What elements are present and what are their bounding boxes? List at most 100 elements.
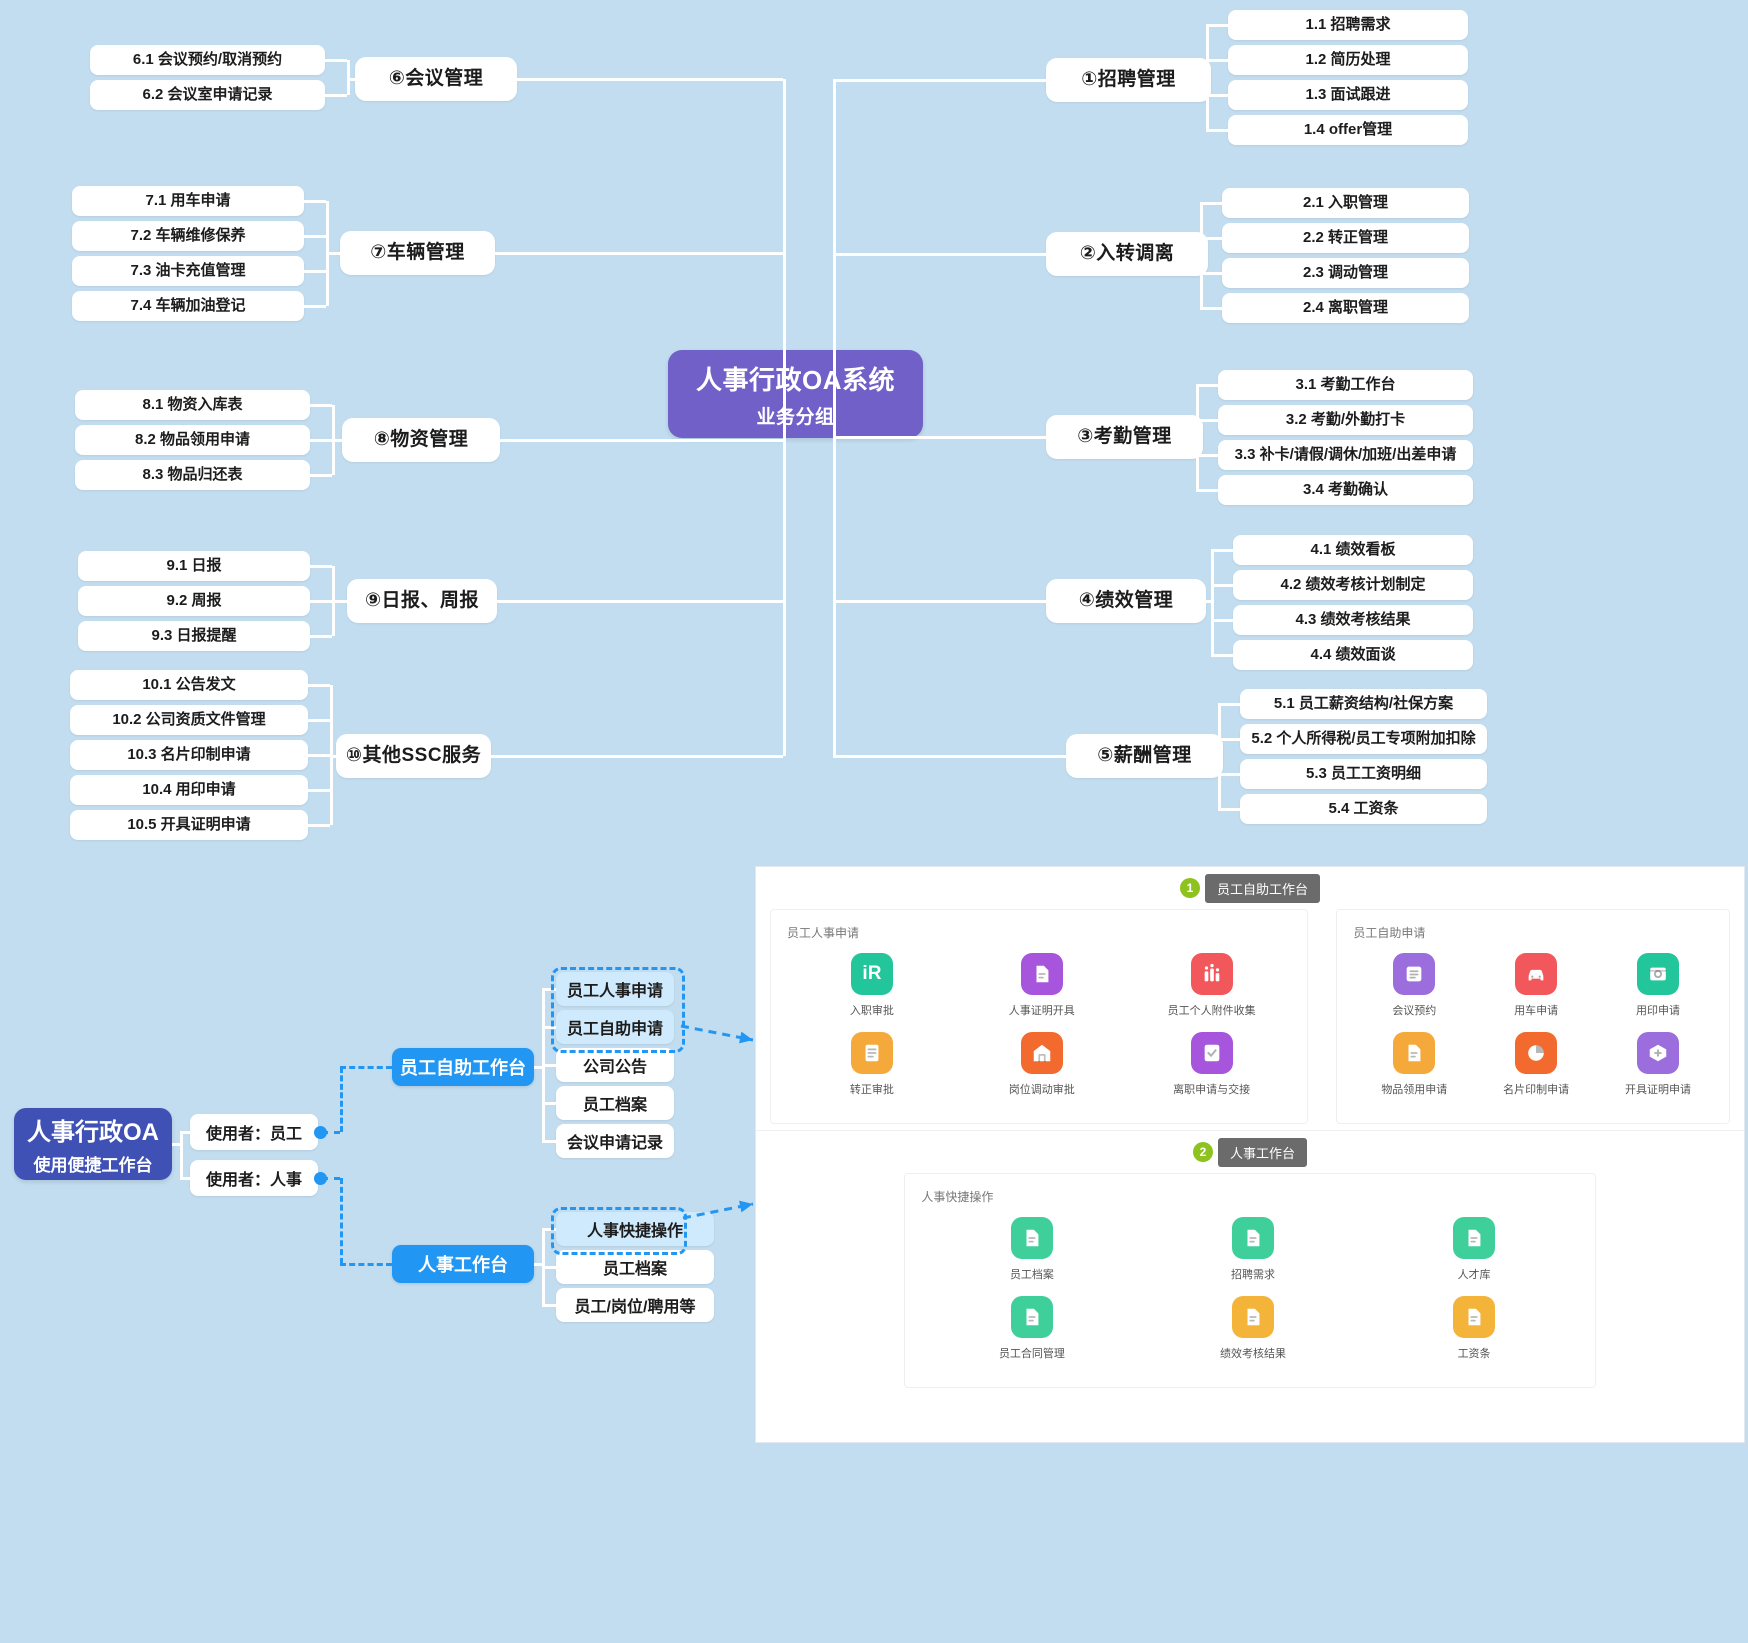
mindmap-leaf: 8.2 物品领用申请 bbox=[75, 425, 310, 455]
workbench-tile[interactable]: 会议预约 bbox=[1353, 953, 1475, 1018]
connector-line bbox=[304, 235, 326, 238]
connector-line bbox=[325, 59, 347, 62]
connector-line bbox=[833, 436, 1046, 439]
connector-line bbox=[534, 1263, 542, 1266]
hr-workbench-item[interactable]: 员工/岗位/聘用等 bbox=[556, 1288, 714, 1322]
file-contract-icon bbox=[1010, 1296, 1053, 1338]
mindmap-leaf: 4.1 绩效看板 bbox=[1233, 535, 1473, 565]
connector-line bbox=[1211, 654, 1233, 657]
employee-workbench-item[interactable]: 员工人事申请 bbox=[556, 972, 674, 1006]
house-move-icon bbox=[1020, 1032, 1063, 1074]
card-title: 员工自助申请 bbox=[1353, 926, 1426, 940]
employee-workbench-item[interactable]: 员工自助申请 bbox=[556, 1010, 674, 1044]
connector-line bbox=[326, 201, 329, 306]
file-payslip-icon bbox=[1453, 1296, 1496, 1338]
connector-line bbox=[542, 1304, 556, 1307]
mindmap-leaf: 8.3 物品归还表 bbox=[75, 460, 310, 490]
connector-line bbox=[310, 474, 332, 477]
mindmap-branch-1: ①招聘管理 bbox=[1046, 58, 1211, 102]
hr-workbench-node[interactable]: 人事工作台 bbox=[392, 1245, 534, 1283]
workbench-tile[interactable]: 员工个人附件收集 bbox=[1127, 953, 1297, 1018]
workbench-tile[interactable]: 开具证明申请 bbox=[1597, 1032, 1719, 1097]
employee-workbench-item[interactable]: 公司公告 bbox=[556, 1048, 674, 1082]
tile-label: 员工合同管理 bbox=[998, 1348, 1065, 1360]
tile-label: 用印申请 bbox=[1636, 1005, 1681, 1017]
flow-connector-dot bbox=[314, 1172, 327, 1185]
mindmap-leaf: 9.3 日报提醒 bbox=[78, 621, 310, 651]
mindmap-leaf: 10.5 开具证明申请 bbox=[70, 810, 308, 840]
flow-root-line1: 人事行政OA bbox=[27, 1119, 159, 1146]
workbench-card: 人事快捷操作员工档案招聘需求 人才库员工合同管理 绩效考核结果工资条 bbox=[904, 1173, 1596, 1388]
mindmap-leaf: 5.4 工资条 bbox=[1240, 794, 1487, 824]
connector-line bbox=[1218, 738, 1240, 741]
connector-line bbox=[500, 439, 783, 442]
mindmap-leaf: 10.4 用印申请 bbox=[70, 775, 308, 805]
workbench-tile[interactable]: 招聘需求 bbox=[1142, 1217, 1363, 1282]
workbench-tile[interactable]: 工资条 bbox=[1364, 1296, 1585, 1361]
tile-label: 转正审批 bbox=[849, 1084, 894, 1096]
mindmap-leaf: 10.2 公司资质文件管理 bbox=[70, 705, 308, 735]
connector-line bbox=[332, 566, 335, 636]
workbench-tile[interactable]: 绩效考核结果 bbox=[1142, 1296, 1363, 1361]
mindmap-branch-9: ⑨日报、周报 bbox=[347, 579, 497, 623]
tile-label: 会议预约 bbox=[1392, 1005, 1437, 1017]
mindmap-branch-8: ⑧物资管理 bbox=[342, 418, 500, 462]
section-divider bbox=[756, 1130, 1744, 1131]
mindmap-leaf: 4.2 绩效考核计划制定 bbox=[1233, 570, 1473, 600]
connector-line bbox=[1200, 307, 1222, 310]
employee-workbench-item[interactable]: 员工档案 bbox=[556, 1086, 674, 1120]
mindmap-leaf: 5.1 员工薪资结构/社保方案 bbox=[1240, 689, 1487, 719]
flow-user-2: 使用者：人事 bbox=[190, 1160, 318, 1196]
workbench-tile[interactable]: 用印申请 bbox=[1597, 953, 1719, 1018]
workbench-tile[interactable]: 员工合同管理 bbox=[921, 1296, 1142, 1361]
mindmap-leaf: 9.2 周报 bbox=[78, 586, 310, 616]
connector-line bbox=[497, 600, 783, 603]
workbench-tile[interactable]: 名片印制申请 bbox=[1475, 1032, 1597, 1097]
file-talent-icon bbox=[1453, 1217, 1496, 1259]
workbench-tile[interactable]: 转正审批 bbox=[787, 1032, 957, 1097]
workbench-tile[interactable]: 离职申请与交接 bbox=[1127, 1032, 1297, 1097]
tile-label: 开具证明申请 bbox=[1625, 1084, 1692, 1096]
connector-line bbox=[833, 79, 1046, 82]
employee-workbench-node[interactable]: 员工自助工作台 bbox=[392, 1048, 534, 1086]
mindmap-leaf: 3.1 考勤工作台 bbox=[1218, 370, 1473, 400]
employee-workbench-item[interactable]: 会议申请记录 bbox=[556, 1124, 674, 1158]
section-card-row: 人事快捷操作员工档案招聘需求 人才库员工合同管理 绩效考核结果工资条 bbox=[756, 1173, 1744, 1402]
workbench-tile[interactable]: 人事证明开具 bbox=[957, 953, 1127, 1018]
connector-line bbox=[310, 404, 332, 407]
file-record-icon bbox=[1010, 1217, 1053, 1259]
card-title: 人事快捷操作 bbox=[921, 1190, 994, 1204]
tile-label: 岗位调动审批 bbox=[1008, 1084, 1075, 1096]
badge-number: 1 bbox=[1179, 878, 1200, 898]
workbench-tile[interactable]: 员工档案 bbox=[921, 1217, 1142, 1282]
connector-line bbox=[1206, 600, 1211, 603]
calendar-book-icon bbox=[1393, 953, 1436, 995]
car-apply-icon bbox=[1515, 953, 1558, 995]
root-title-line2: 业务分组 bbox=[756, 406, 835, 428]
hr-workbench-item[interactable]: 员工档案 bbox=[556, 1250, 714, 1284]
connector-line bbox=[308, 754, 330, 757]
mindmap-branch-6: ⑥会议管理 bbox=[355, 57, 517, 101]
mindmap-leaf: 7.2 车辆维修保养 bbox=[72, 221, 304, 251]
workbench-tile[interactable]: 人才库 bbox=[1364, 1217, 1585, 1282]
tile-label: 招聘需求 bbox=[1231, 1269, 1275, 1281]
connector-line bbox=[833, 80, 836, 756]
connector-line bbox=[1196, 419, 1218, 422]
tile-label: 入职审批 bbox=[849, 1005, 894, 1017]
flow-dash-h bbox=[322, 1177, 340, 1180]
connector-line bbox=[304, 200, 326, 203]
document-proof-icon bbox=[1020, 953, 1063, 995]
connector-line bbox=[495, 252, 783, 255]
workbench-tile[interactable]: 岗位调动审批 bbox=[957, 1032, 1127, 1097]
mindmap-leaf: 1.2 简历处理 bbox=[1228, 45, 1468, 75]
workbench-tile[interactable]: 物品领用申请 bbox=[1353, 1032, 1475, 1097]
connector-line bbox=[542, 1140, 556, 1143]
workbench-tile[interactable]: 用车申请 bbox=[1475, 953, 1597, 1018]
connector-line bbox=[304, 270, 326, 273]
file-request-icon bbox=[1232, 1217, 1274, 1259]
